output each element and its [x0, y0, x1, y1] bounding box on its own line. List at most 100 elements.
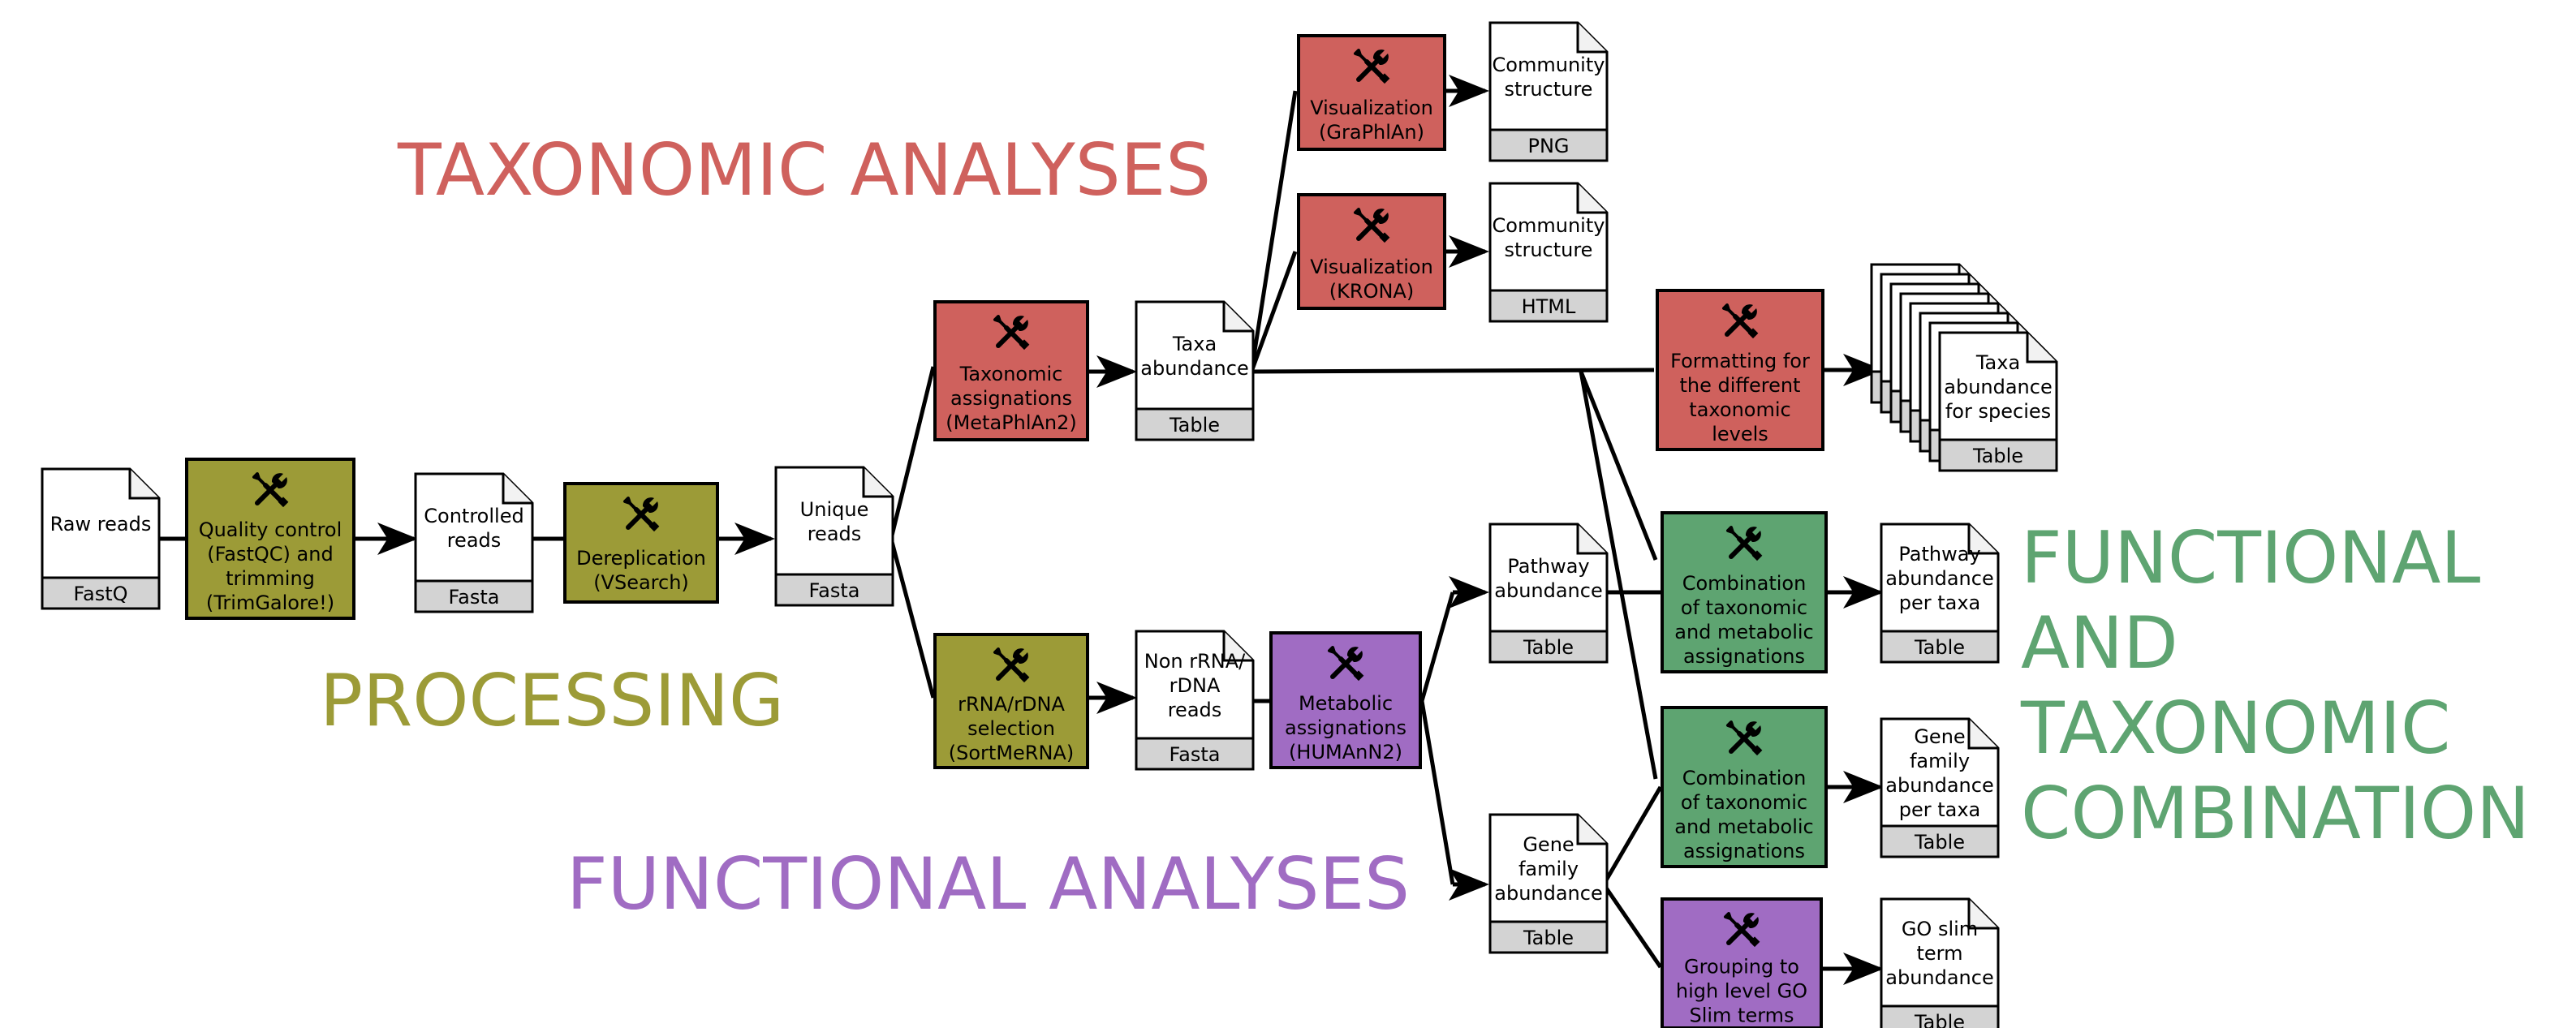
tool-label: assignations — [1285, 716, 1406, 739]
file-label: Gene — [1523, 833, 1574, 856]
file-label: Community — [1493, 214, 1605, 237]
file-corner-fold — [1576, 183, 1607, 214]
file-type-tag — [41, 576, 161, 610]
file-type-tag — [1880, 824, 2000, 858]
tool-label: (SortMeRNA) — [949, 742, 1074, 764]
tool-label: assignations — [1683, 840, 1805, 862]
file-label: Taxa — [1975, 351, 2020, 374]
file-type-tag — [774, 573, 894, 607]
section-title-processing: PROCESSING — [320, 659, 784, 742]
connector — [889, 538, 936, 699]
file-type-tag — [1938, 438, 2058, 472]
file-label: abundance — [1885, 966, 1993, 989]
file-type-label: Table — [1914, 1011, 1965, 1028]
file-type-tag — [1135, 737, 1255, 771]
tool-label: and metabolic — [1674, 621, 1814, 643]
file-type-label: Table — [1914, 831, 1965, 854]
tool-label: taxonomic — [1689, 398, 1790, 421]
file-label: reads — [447, 529, 502, 552]
tool-quality-control[interactable]: Quality control(FastQC) andtrimming(Trim… — [185, 458, 355, 620]
file-corner-fold — [1222, 631, 1253, 662]
connector — [1601, 785, 1663, 886]
file-label: reads — [808, 523, 862, 545]
tool-label: assignations — [950, 387, 1072, 410]
tool-visualization-graphlan[interactable]: Visualization(GraPhlAn) — [1297, 34, 1446, 151]
section-title-combination-line: AND — [2021, 601, 2178, 685]
tool-label: (GraPhlAn) — [1319, 121, 1424, 144]
tool-label: Metabolic — [1299, 692, 1393, 715]
file-label: family — [1518, 858, 1579, 880]
file-label: abundance — [1885, 774, 1993, 797]
file-label: rDNA — [1170, 674, 1221, 697]
file-corner-fold — [1576, 815, 1607, 845]
file-type-label: Table — [1523, 927, 1574, 949]
file-label: abundance — [1885, 567, 1993, 590]
tool-label: selection — [967, 717, 1055, 740]
file-label: structure — [1505, 239, 1593, 261]
file-type-tag — [1488, 630, 1609, 664]
section-title-functional: FUNCTIONAL ANALYSES — [566, 842, 1410, 926]
tool-box — [1269, 631, 1422, 769]
file-type-label: Table — [1972, 445, 2023, 467]
tool-visualization-krona[interactable]: Visualization(KRONA) — [1297, 193, 1446, 310]
file-type-label: Fasta — [809, 579, 860, 602]
file-label: family — [1910, 750, 1970, 772]
section-title-combination-line: COMBINATION — [2021, 772, 2530, 855]
tool-label: of taxonomic — [1681, 596, 1807, 619]
file-corner-fold — [128, 469, 159, 500]
connector — [1251, 368, 1655, 374]
file-type-label: Table — [1169, 414, 1220, 437]
file-label: Taxa — [1172, 333, 1217, 355]
connector — [1249, 251, 1298, 372]
tool-dereplication[interactable]: Dereplication(VSearch) — [563, 482, 719, 604]
connector — [889, 366, 936, 540]
file-corner-fold — [502, 474, 532, 505]
tool-box — [1661, 897, 1823, 1028]
file-label: Non rRNA/ — [1144, 650, 1246, 673]
tool-box — [563, 482, 719, 604]
connector — [1579, 371, 1658, 780]
file-label: abundance — [1494, 882, 1602, 905]
file-label: Raw reads — [50, 513, 152, 536]
file-type-tag — [414, 579, 534, 613]
tool-label: assignations — [1683, 645, 1805, 668]
file-corner-fold — [1576, 524, 1607, 555]
file-corner-fold — [1222, 302, 1253, 333]
tool-label: Visualization — [1310, 256, 1433, 278]
file-label: Pathway — [1507, 555, 1589, 578]
file-type-tag — [1880, 1004, 2000, 1028]
file-label: per taxa — [1899, 798, 1981, 821]
file-label: structure — [1505, 78, 1593, 101]
tool-label: (KRONA) — [1329, 280, 1414, 303]
tool-box — [1656, 289, 1824, 451]
tool-label: levels — [1712, 423, 1768, 445]
tool-label: Combination — [1682, 572, 1807, 595]
file-type-label: Fasta — [449, 586, 500, 609]
tool-label: (FastQC) and — [207, 543, 333, 566]
connector — [1419, 700, 1455, 885]
file-corner-fold — [1967, 524, 1998, 555]
file-type-label: Table — [1523, 636, 1574, 659]
file-type-tag — [1488, 289, 1609, 323]
file-type-tag — [1135, 407, 1255, 441]
